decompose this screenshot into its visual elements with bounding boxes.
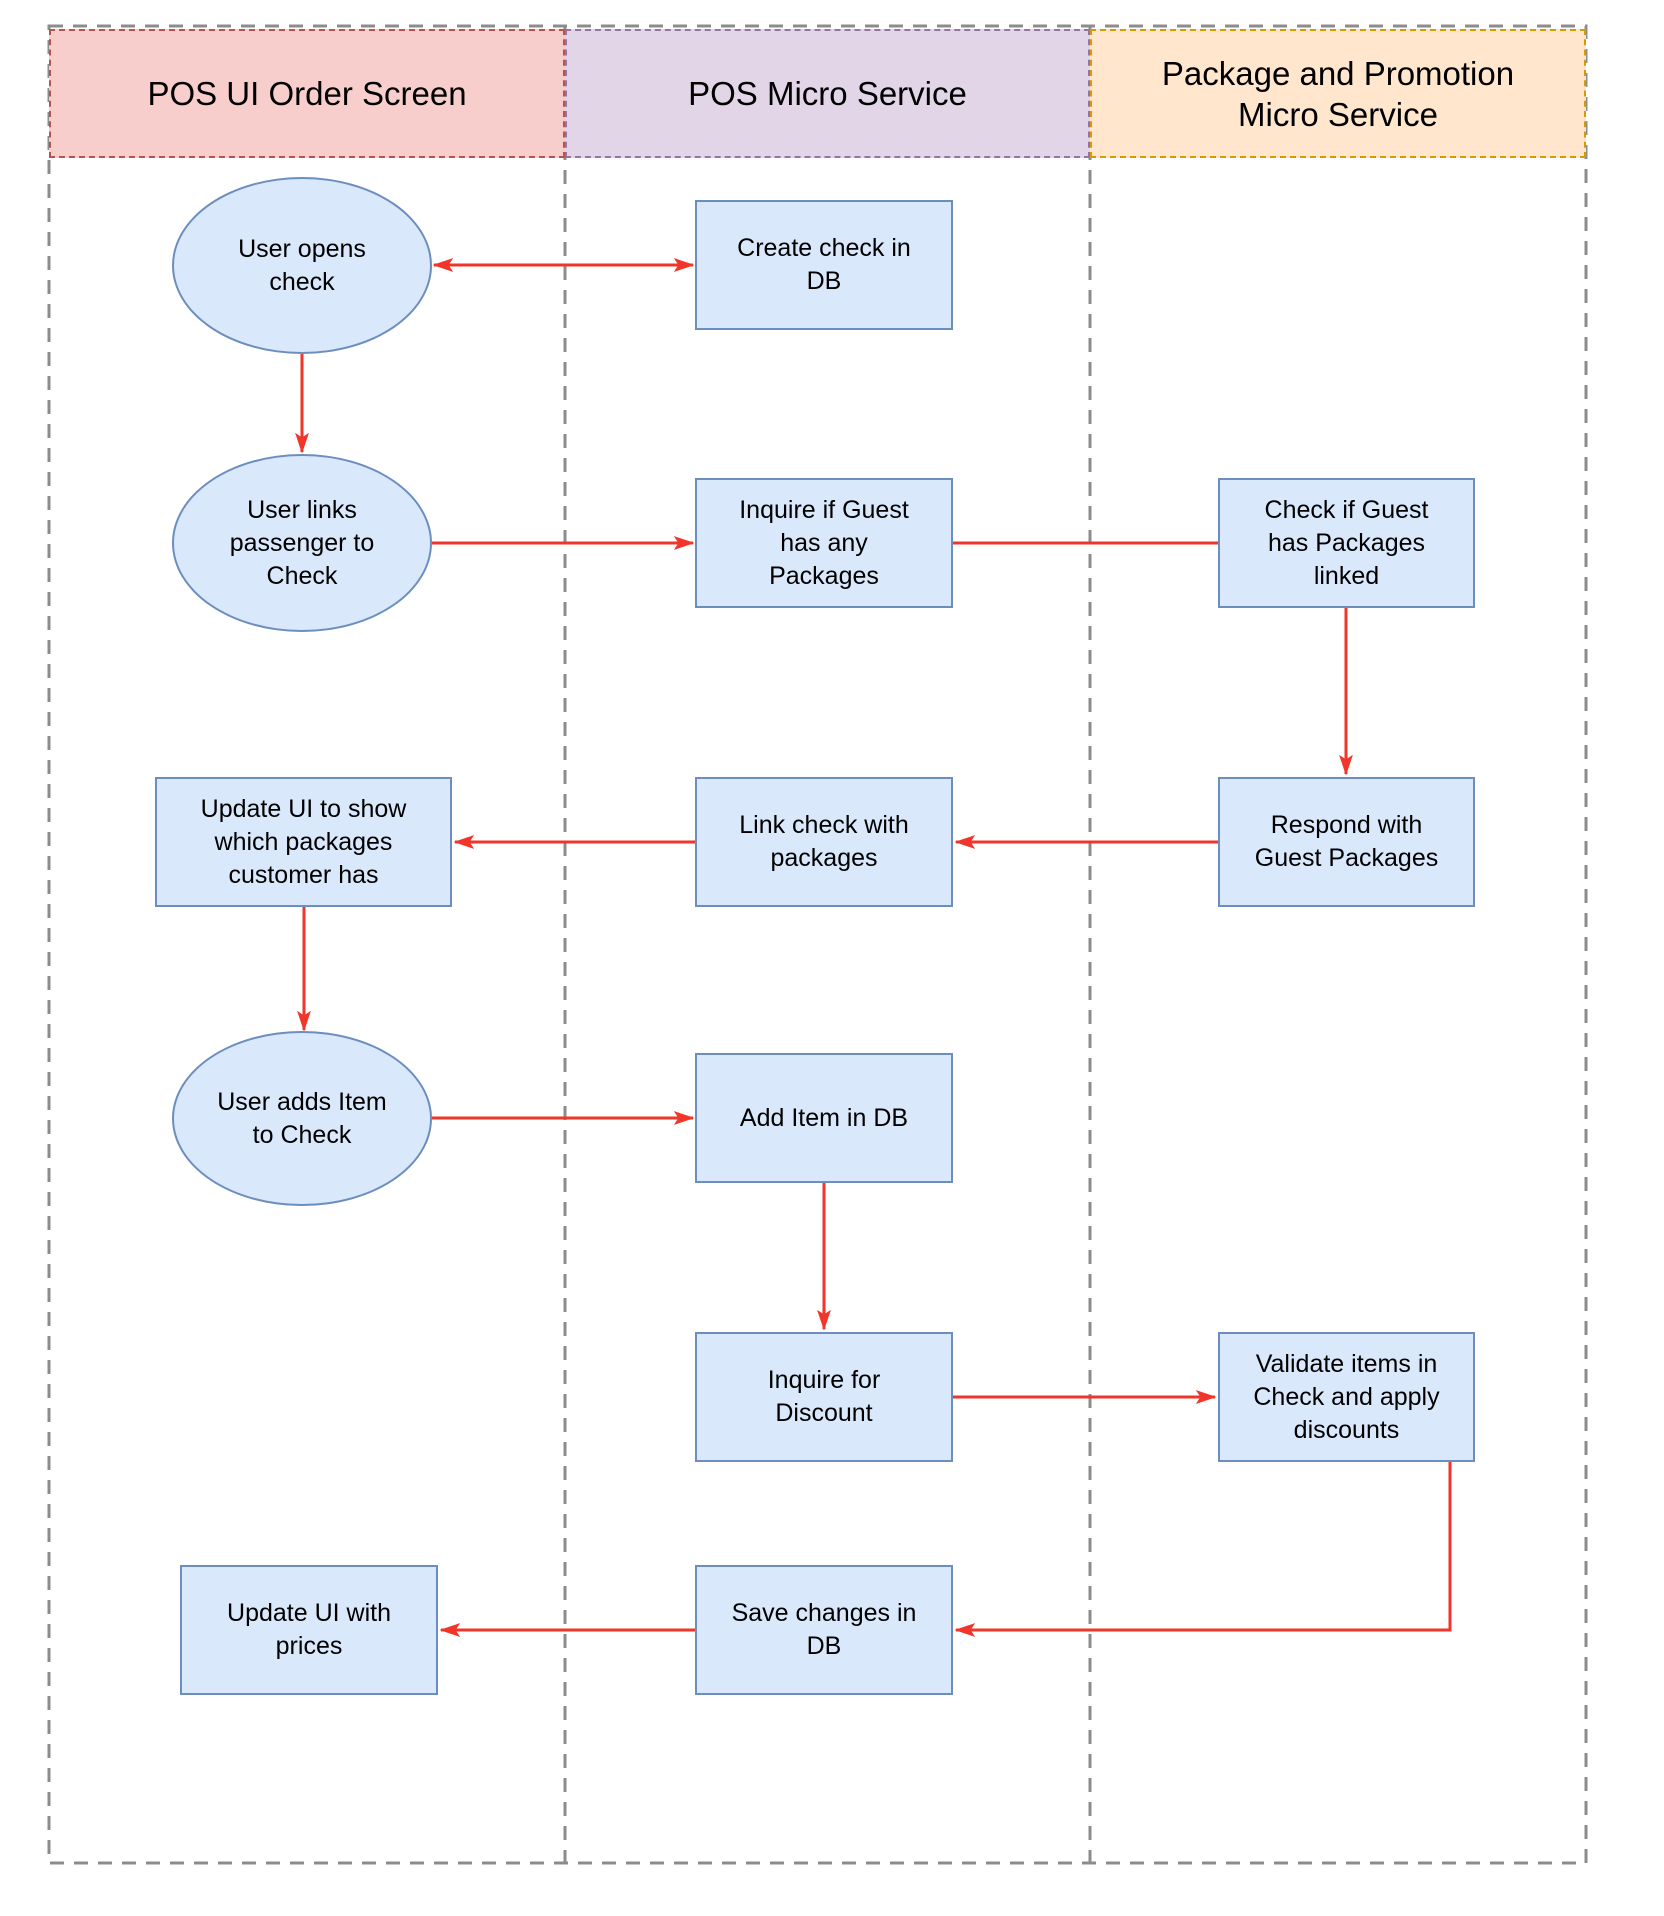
diagram-frame [47, 24, 1588, 1865]
node-link-check-with-packages: Link check with packages [695, 777, 953, 907]
node-user-links-passenger-to-check: User links passenger to Check [172, 454, 432, 632]
edge-validate-items-save-changes [956, 1462, 1452, 1630]
node-inquire-if-guest-has-packages: Inquire if Guest has any Packages [695, 478, 953, 608]
lane-header-package-promotion-micro-service: Package and Promotion Micro Service [1090, 29, 1586, 158]
node-add-item-in-db: Add Item in DB [695, 1053, 953, 1183]
node-save-changes-in-db: Save changes in DB [695, 1565, 953, 1695]
node-respond-with-guest-packages: Respond with Guest Packages [1218, 777, 1475, 907]
node-inquire-for-discount: Inquire for Discount [695, 1332, 953, 1462]
node-create-check-in-db: Create check in DB [695, 200, 953, 330]
node-validate-items-apply-discounts: Validate items in Check and apply discou… [1218, 1332, 1475, 1462]
node-user-adds-item-to-check: User adds Item to Check [172, 1031, 432, 1206]
node-check-if-guest-has-packages-linked: Check if Guest has Packages linked [1218, 478, 1475, 608]
lane-header-pos-micro-service: POS Micro Service [565, 29, 1090, 158]
lane-header-pos-ui-order-screen: POS UI Order Screen [49, 29, 565, 158]
node-update-ui-with-prices: Update UI with prices [180, 1565, 438, 1695]
node-user-opens-check: User opens check [172, 177, 432, 354]
node-update-ui-to-show-packages: Update UI to show which packages custome… [155, 777, 452, 907]
